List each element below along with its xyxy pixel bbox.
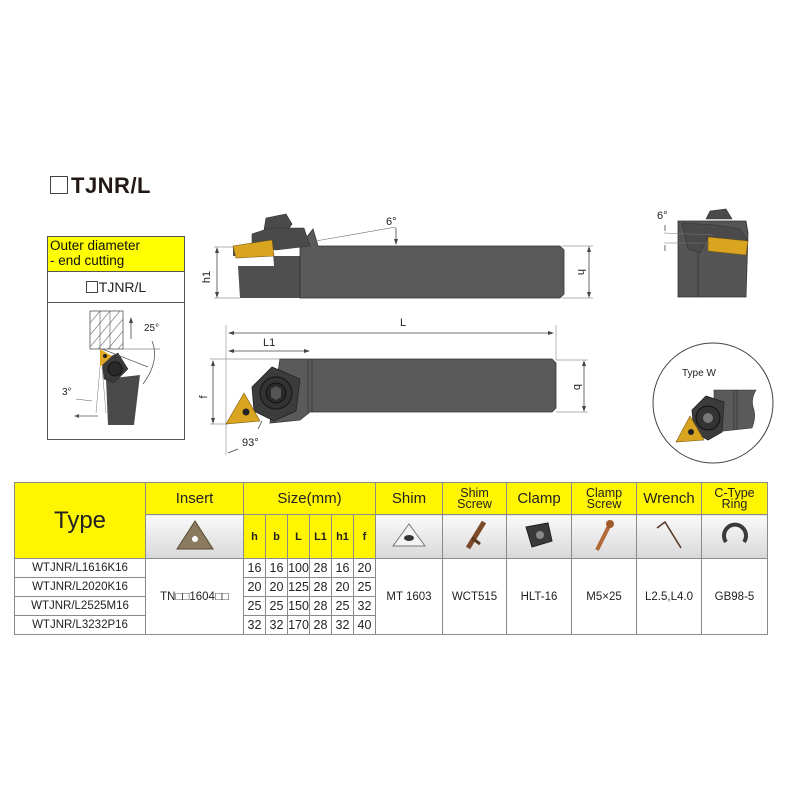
shim-header: Shim — [375, 482, 443, 515]
shim-screw-icon — [465, 520, 486, 550]
shim-cell: MT 1603 — [375, 558, 443, 635]
clamp-image-cell — [506, 514, 572, 559]
type-w-detail: Type W — [652, 342, 774, 464]
size-col-L: L — [287, 514, 310, 559]
type-header: Type — [14, 482, 146, 559]
shim-screw-cell: WCT515 — [442, 558, 507, 635]
end-view-diagram: 6° — [657, 208, 749, 298]
wrench-image-cell — [636, 514, 702, 559]
clamp-screw-icon — [595, 520, 614, 551]
clamp-screw-cell: M5×25 — [571, 558, 637, 635]
svg-text:6°: 6° — [386, 216, 397, 228]
clamp-screw-image-cell — [571, 514, 637, 559]
top-view-diagram: L L1 f 93° b — [198, 317, 588, 455]
wrench-icon — [656, 520, 682, 549]
cutting-diagram: 25° 3° — [62, 310, 160, 425]
placeholder-box-icon — [50, 176, 68, 194]
svg-text:b: b — [571, 384, 583, 390]
insert-cell: TN□□1604□□ — [145, 558, 244, 635]
insert-image-cell — [145, 514, 244, 559]
size-col-h: h — [243, 514, 266, 559]
wrench-header: Wrench — [636, 482, 702, 515]
svg-text:93°: 93° — [242, 437, 259, 449]
svg-text:Type W: Type W — [682, 368, 716, 379]
ring-cell: GB98-5 — [701, 558, 768, 635]
type-cell: WTJNR/L2020K16 — [14, 577, 146, 597]
svg-text:L: L — [400, 317, 406, 329]
size-col-L1: L1 — [309, 514, 332, 559]
type-cell: WTJNR/L2525M16 — [14, 596, 146, 616]
shim-screw-image-cell — [442, 514, 507, 559]
shim-image-cell — [375, 514, 443, 559]
svg-text:h: h — [575, 269, 587, 275]
category-code: TJNR/L — [48, 272, 184, 303]
shim-icon — [392, 523, 426, 547]
svg-text:25°: 25° — [144, 323, 159, 334]
product-title: TJNR/L — [50, 173, 151, 199]
type-cell: WTJNR/L1616K16 — [14, 558, 146, 578]
size-col-f: f — [353, 514, 376, 559]
c-ring-icon — [721, 522, 748, 544]
insert-icon — [175, 520, 214, 550]
wrench-cell: L2.5,L4.0 — [636, 558, 702, 635]
size-col-b: b — [265, 514, 288, 559]
category-box: Outer diameter - end cutting TJNR/L 25° … — [47, 236, 185, 440]
svg-text:h1: h1 — [201, 271, 213, 283]
size-header: Size(mm) — [243, 482, 376, 515]
svg-text:3°: 3° — [62, 387, 72, 398]
svg-text:L1: L1 — [263, 337, 275, 349]
ring-image-cell — [701, 514, 768, 559]
svg-text:6°: 6° — [657, 210, 668, 222]
clamp-icon — [525, 522, 553, 548]
size-col-h1: h1 — [331, 514, 354, 559]
category-heading: Outer diameter - end cutting — [48, 237, 184, 272]
side-view-diagram: h1 6° h — [201, 213, 593, 299]
type-cell: WTJNR/L3232P16 — [14, 615, 146, 635]
insert-header: Insert — [145, 482, 244, 515]
svg-text:f: f — [198, 395, 210, 399]
clamp-cell: HLT-16 — [506, 558, 572, 635]
clamp-header: Clamp — [506, 482, 572, 515]
placeholder-box-icon — [85, 281, 98, 293]
